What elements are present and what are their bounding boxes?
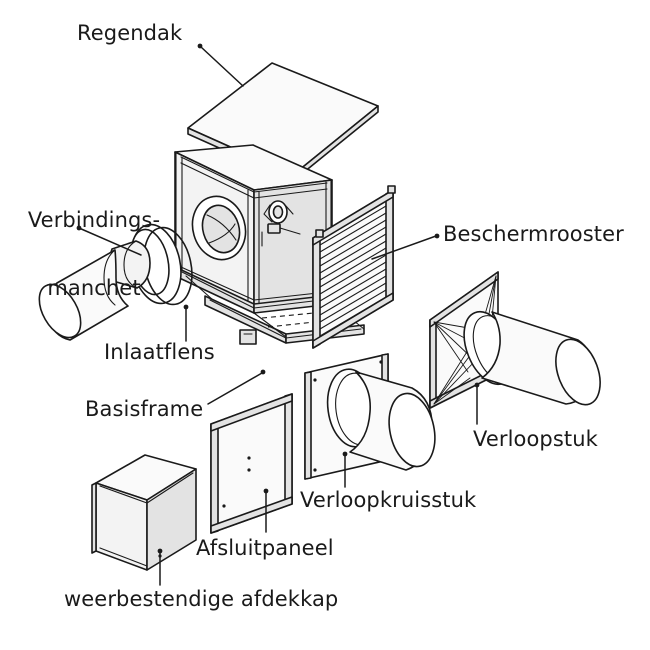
inlet-opening	[191, 195, 247, 261]
label-verbindingsmanchet-line2: manchet	[47, 276, 141, 301]
motor-detail	[261, 200, 301, 247]
label-afsluitpaneel: Afsluitpaneel	[196, 536, 334, 560]
label-verloopstuk: Verloopstuk	[473, 427, 598, 451]
part-beschermrooster	[312, 185, 396, 349]
label-weerbestendige-afdekkap: weerbestendige afdekkap	[64, 587, 339, 611]
label-beschermrooster: Beschermrooster	[443, 222, 624, 246]
label-verloopkruisstuk: Verloopkruisstuk	[300, 488, 477, 512]
label-verbindingsmanchet-line1: Verbindings-	[27, 208, 161, 233]
label-verbindingsmanchet: Verbindings- manchet	[14, 164, 174, 345]
leader-lines	[76, 43, 480, 586]
label-inlaatflens: Inlaatflens	[104, 340, 215, 364]
label-basisframe: Basisframe	[85, 397, 204, 421]
part-verloopstuk	[429, 271, 601, 409]
label-regendak: Regendak	[77, 21, 183, 45]
part-weerbestendige-afdekkap	[91, 454, 197, 571]
part-afsluitpaneel	[210, 393, 293, 534]
part-verbindingsmanchet	[38, 223, 193, 341]
part-verloopkruisstuk	[304, 353, 436, 480]
